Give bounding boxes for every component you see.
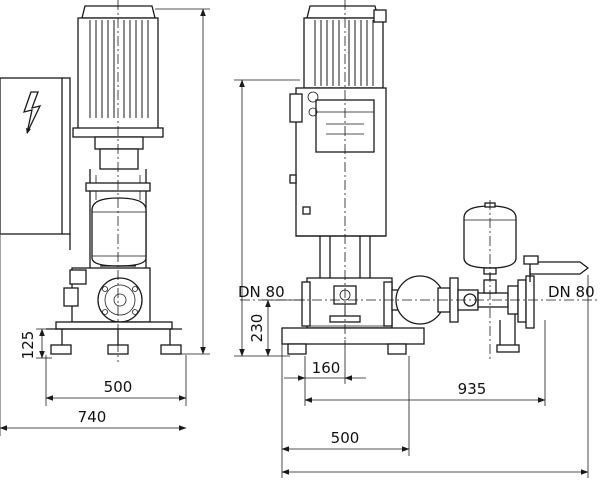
side-160-dimension: 160 (284, 340, 366, 384)
control-cabinet (0, 77, 71, 250)
side-height-dimension (234, 79, 300, 357)
front-expansion-vessel (91, 197, 147, 267)
dim-label-125: 125 (19, 331, 37, 360)
front-740-dimension: 740 (0, 235, 187, 436)
front-125-dimension: 125 (19, 328, 58, 360)
side-500-dimension: 500 (281, 344, 410, 478)
side-935-dimension: 935 (304, 320, 546, 406)
inlet-dn-label: DN 80 (238, 283, 285, 301)
side-valve-lever (523, 255, 590, 282)
dim-label-740: 740 (78, 408, 107, 426)
side-pump-column (319, 236, 371, 280)
front-base-frame (46, 321, 182, 355)
side-controller-housing (289, 87, 387, 237)
side-discharge-manifold (457, 272, 535, 353)
dim-label-935: 935 (458, 380, 487, 398)
front-pump-housing (63, 265, 151, 323)
side-230-dimension: 230 (248, 299, 305, 357)
dim-label-500-side: 500 (331, 429, 360, 447)
front-height-dimension (155, 8, 210, 355)
dim-label-160: 160 (312, 359, 341, 377)
outlet-dn-label: DN 80 (548, 283, 595, 301)
dim-label-500-front: 500 (104, 378, 133, 396)
front-view: 125 500 740 (0, 0, 210, 436)
dim-label-230: 230 (248, 314, 266, 343)
side-pump-housing (301, 277, 393, 329)
side-overall-length-dimension (281, 275, 589, 478)
side-view: DN 80 DN 80 230 160 935 (234, 0, 600, 478)
side-motor (303, 5, 387, 89)
side-base-plate (281, 327, 425, 355)
front-500-dimension: 500 (45, 355, 187, 406)
high-voltage-icon (22, 91, 42, 134)
